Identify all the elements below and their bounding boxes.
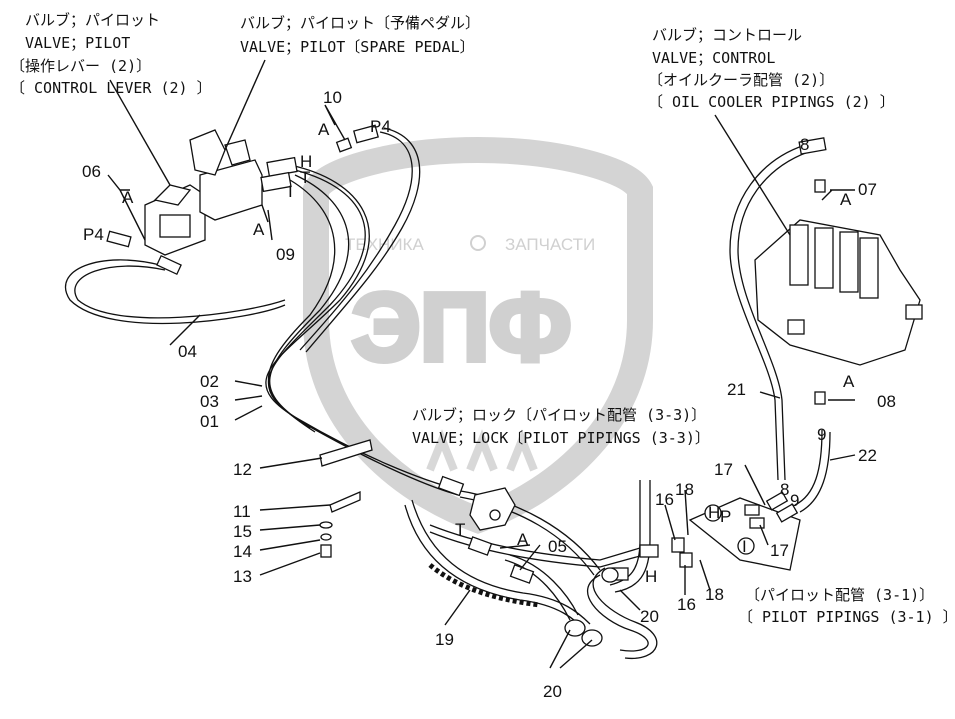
label-pilot-pipings-jp: 〔パイロット配管 (3-1)〕 bbox=[745, 586, 934, 604]
fittings-13-15 bbox=[319, 521, 333, 558]
part-t-2: T bbox=[455, 520, 465, 539]
part-14: 14 bbox=[233, 542, 252, 561]
bracket-12 bbox=[319, 439, 373, 513]
part-9-a: 9 bbox=[817, 425, 826, 444]
part-a-4: A bbox=[840, 190, 852, 209]
part-05: 05 bbox=[548, 537, 567, 556]
part-07: 07 bbox=[858, 180, 877, 199]
label-valve-control-en: VALVE；CONTROL bbox=[652, 49, 775, 67]
gear-icon bbox=[470, 235, 486, 251]
watermark-text-left: ТЕХНИКА bbox=[345, 235, 424, 254]
lock-valve bbox=[469, 487, 516, 531]
part-12: 12 bbox=[233, 460, 252, 479]
part-a-2: A bbox=[122, 188, 134, 207]
part-h-circle: H bbox=[708, 503, 720, 522]
watermark-text-right: ЗАПЧАСТИ bbox=[505, 235, 595, 254]
label-control-lever-jp: 〔操作レバー (2)〕 bbox=[10, 57, 151, 75]
part-11: 11 bbox=[233, 502, 251, 521]
part-10: 10 bbox=[323, 88, 342, 107]
label-oil-cooler-jp: 〔オイルクーラ配管 (2)〕 bbox=[648, 71, 834, 89]
components bbox=[106, 124, 923, 647]
part-03: 03 bbox=[200, 392, 219, 411]
label-valve-pilot-spare-en: VALVE；PILOT〔SPARE PEDAL〕 bbox=[240, 38, 475, 56]
watermark-logo: ЭПФ bbox=[352, 274, 571, 381]
part-16-a: 16 bbox=[655, 490, 674, 509]
part-13: 13 bbox=[233, 567, 252, 586]
label-pilot-pipings-en: 〔 PILOT PIPINGS (3-1) 〕 bbox=[738, 608, 955, 626]
part-p4-a: P4 bbox=[370, 117, 391, 136]
part-8-b: 8 bbox=[780, 480, 789, 499]
part-18-a: 18 bbox=[675, 480, 694, 499]
control-valve bbox=[754, 219, 923, 366]
hoses bbox=[64, 127, 831, 660]
part-a-5: A bbox=[843, 372, 855, 391]
leader-lines bbox=[107, 59, 856, 669]
part-p-circle: P bbox=[720, 507, 731, 526]
watermark: ТЕХНИКА ЗАПЧАСТИ ЭПФ bbox=[303, 136, 653, 534]
part-21: 21 bbox=[727, 380, 746, 399]
part-20-b: 20 bbox=[543, 682, 562, 701]
misc-fittings bbox=[106, 124, 827, 647]
part-h-f: H bbox=[645, 567, 657, 586]
part-p4-b: P4 bbox=[83, 225, 104, 244]
part-8-top: 8 bbox=[800, 135, 809, 154]
label-control-lever-en: 〔 CONTROL LEVER (2) 〕 bbox=[10, 79, 212, 97]
part-i-1: I bbox=[288, 182, 293, 201]
part-08: 08 bbox=[877, 392, 896, 411]
label-valve-lock-jp: バルブ；ロック〔パイロット配管 (3-3)〕 bbox=[412, 406, 706, 424]
part-a-3: A bbox=[253, 220, 265, 239]
part-02: 02 bbox=[200, 372, 219, 391]
label-valve-pilot-jp: バルブ；パイロット bbox=[25, 11, 160, 29]
part-h-1: H bbox=[300, 152, 312, 171]
label-valve-pilot-spare-jp: バルブ；パイロット〔予備ペダル〕 bbox=[240, 14, 480, 32]
part-t-1: T bbox=[300, 168, 310, 187]
part-17-a: 17 bbox=[714, 460, 733, 479]
label-valve-control-jp: バルブ；コントロール bbox=[652, 26, 802, 44]
pilot-pipings-bracket bbox=[688, 497, 801, 571]
part-9-b: 9 bbox=[790, 491, 799, 510]
label-oil-cooler-en: 〔 OIL COOLER PIPINGS (2) 〕 bbox=[648, 93, 895, 111]
part-i-circle: I bbox=[742, 537, 747, 556]
label-valve-lock-en: VALVE；LOCK〔PILOT PIPINGS (3-3)〕 bbox=[412, 429, 710, 447]
part-06: 06 bbox=[82, 162, 101, 181]
part-a-6: A bbox=[517, 530, 529, 549]
part-numbers: 10 A P4 H T I 06 A P4 A 09 04 02 03 01 8… bbox=[82, 88, 896, 701]
part-15: 15 bbox=[233, 522, 252, 541]
part-a-1: A bbox=[318, 120, 330, 139]
pilot-valve-control-lever bbox=[144, 184, 206, 256]
part-19: 19 bbox=[435, 630, 454, 649]
pilot-valve-spare-pedal bbox=[189, 129, 263, 221]
callout-text: バルブ；パイロット VALVE；PILOT 〔操作レバー (2)〕 〔 CONT… bbox=[10, 11, 955, 626]
part-04: 04 bbox=[178, 342, 197, 361]
part-22: 22 bbox=[858, 446, 877, 465]
part-20-a: 20 bbox=[640, 607, 659, 626]
part-18-b: 18 bbox=[705, 585, 724, 604]
label-valve-pilot-en: VALVE；PILOT bbox=[25, 34, 130, 52]
part-09: 09 bbox=[276, 245, 295, 264]
part-01: 01 bbox=[200, 412, 219, 431]
part-16-b: 16 bbox=[677, 595, 696, 614]
part-17-b: 17 bbox=[770, 541, 789, 560]
